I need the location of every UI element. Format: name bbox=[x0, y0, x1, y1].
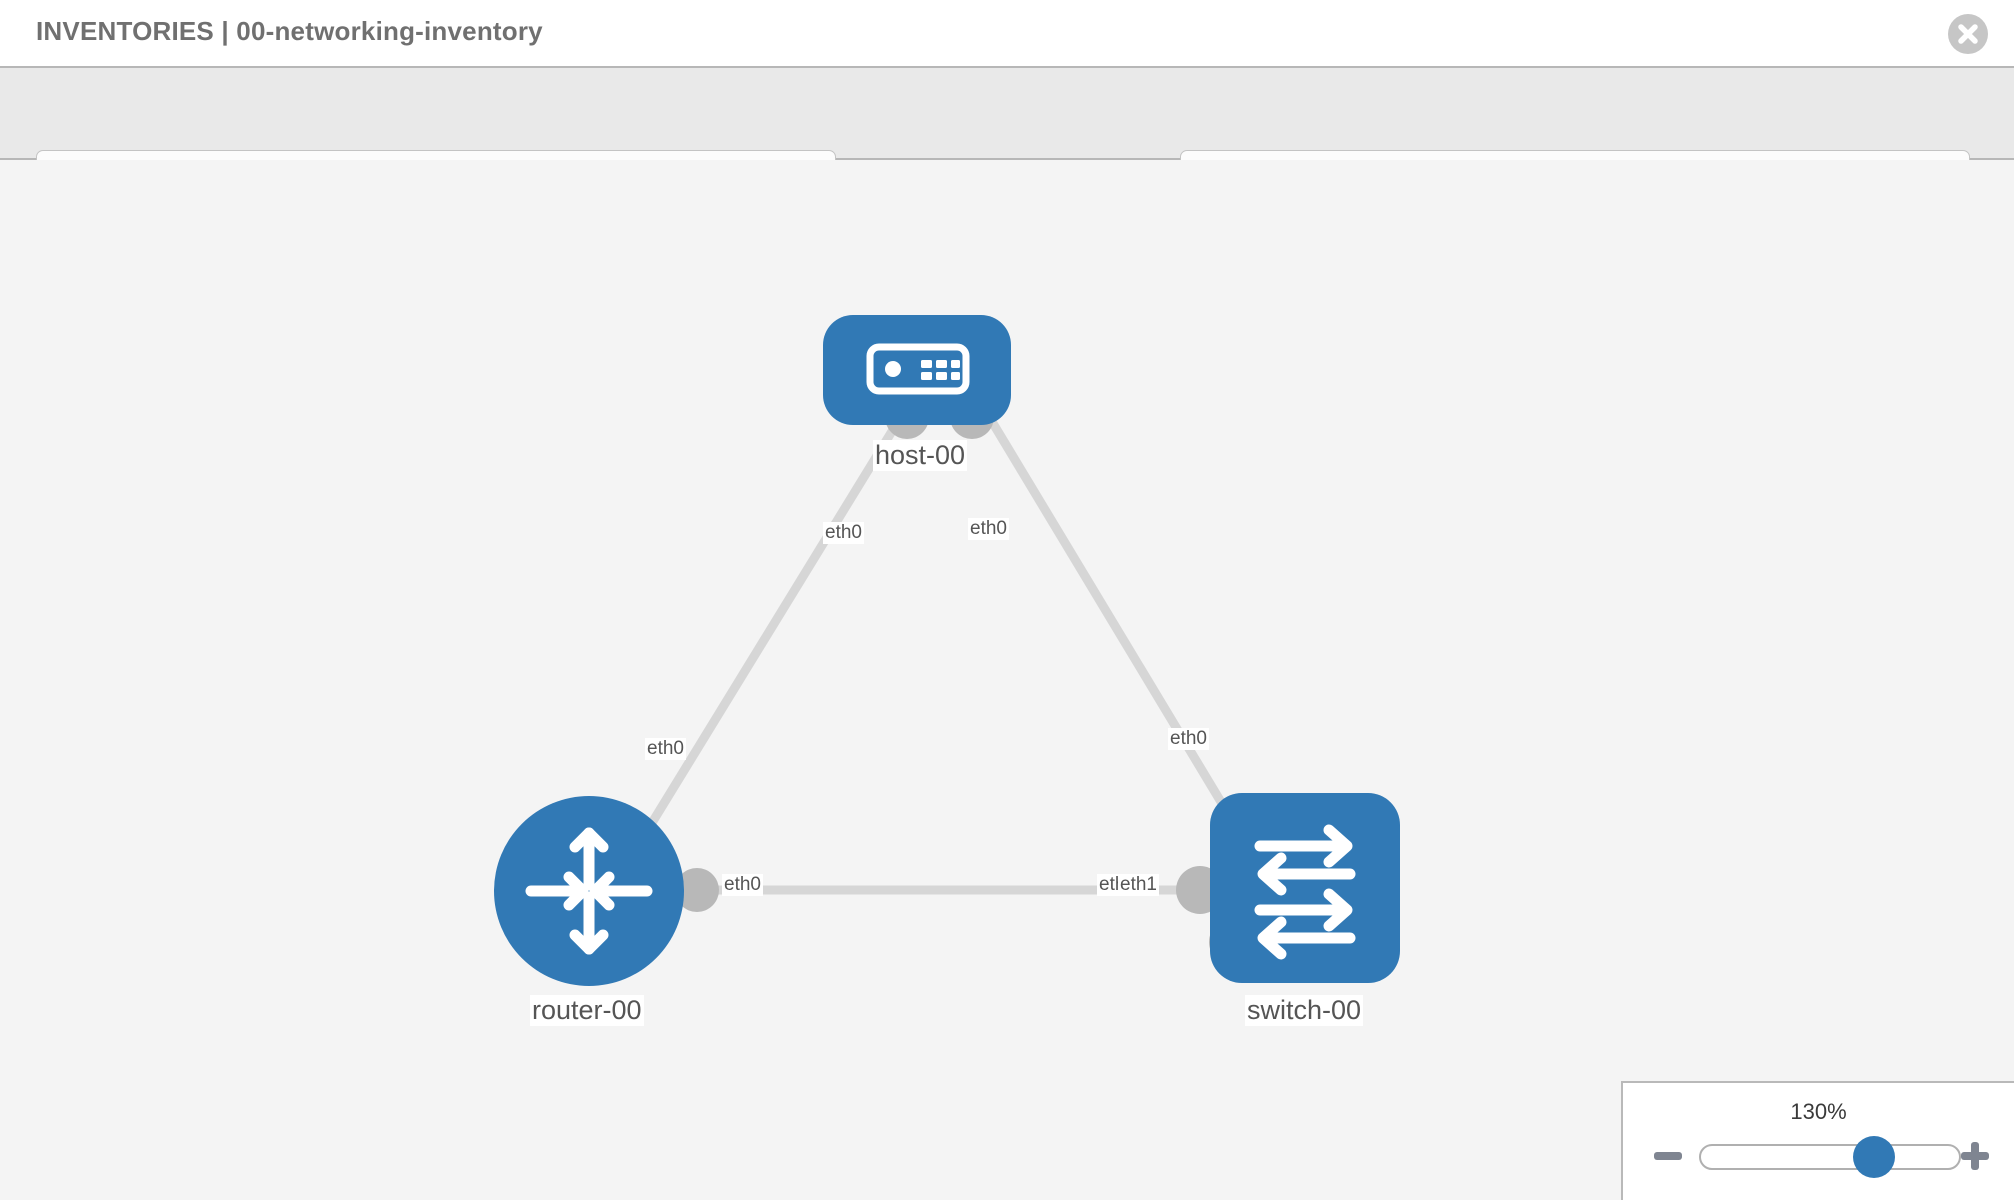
node-label-switch-00: switch-00 bbox=[1245, 995, 1364, 1026]
iface-label-router-eth0: eth0 bbox=[722, 874, 763, 896]
topology-edges bbox=[616, 407, 1269, 895]
zoom-control-panel: 130% bbox=[1621, 1081, 2014, 1200]
topology-canvas[interactable]: eth0 eth0 eth0 eth0 eth0 eth0 eth1 host-… bbox=[0, 160, 2014, 1200]
node-label-host-00: host-00 bbox=[873, 440, 968, 471]
edge-host-switch[interactable] bbox=[981, 407, 1269, 878]
node-switch-00[interactable] bbox=[1210, 793, 1400, 983]
iface-label-switch-uplink: eth0 bbox=[1168, 728, 1209, 750]
iface-label-host-left: eth0 bbox=[823, 522, 864, 544]
topology-graph bbox=[494, 315, 1400, 986]
iface-label-host-right: eth0 bbox=[968, 518, 1009, 540]
connector-router-right[interactable] bbox=[675, 868, 719, 912]
page-title: INVENTORIES | 00-networking-inventory bbox=[36, 16, 543, 46]
plus-icon[interactable] bbox=[1958, 1139, 1992, 1173]
toolbar: ACTIONS SEARC bbox=[0, 68, 2014, 212]
iface-label-router-uplink: eth0 bbox=[645, 738, 686, 760]
node-host-00[interactable] bbox=[823, 315, 1011, 425]
zoom-slider-thumb[interactable] bbox=[1853, 1136, 1895, 1178]
node-label-router-00: router-00 bbox=[530, 995, 644, 1026]
minus-icon[interactable] bbox=[1651, 1139, 1685, 1173]
node-router-00[interactable] bbox=[494, 796, 684, 986]
zoom-level-value: 130% bbox=[1790, 1099, 1847, 1124]
iface-label-switch-eth1: eth1 bbox=[1118, 874, 1159, 896]
edge-host-router[interactable] bbox=[616, 407, 909, 878]
page-header: INVENTORIES | 00-networking-inventory bbox=[0, 0, 2014, 68]
zoom-slider-track[interactable] bbox=[1699, 1144, 1961, 1170]
close-icon[interactable] bbox=[1948, 14, 1988, 54]
